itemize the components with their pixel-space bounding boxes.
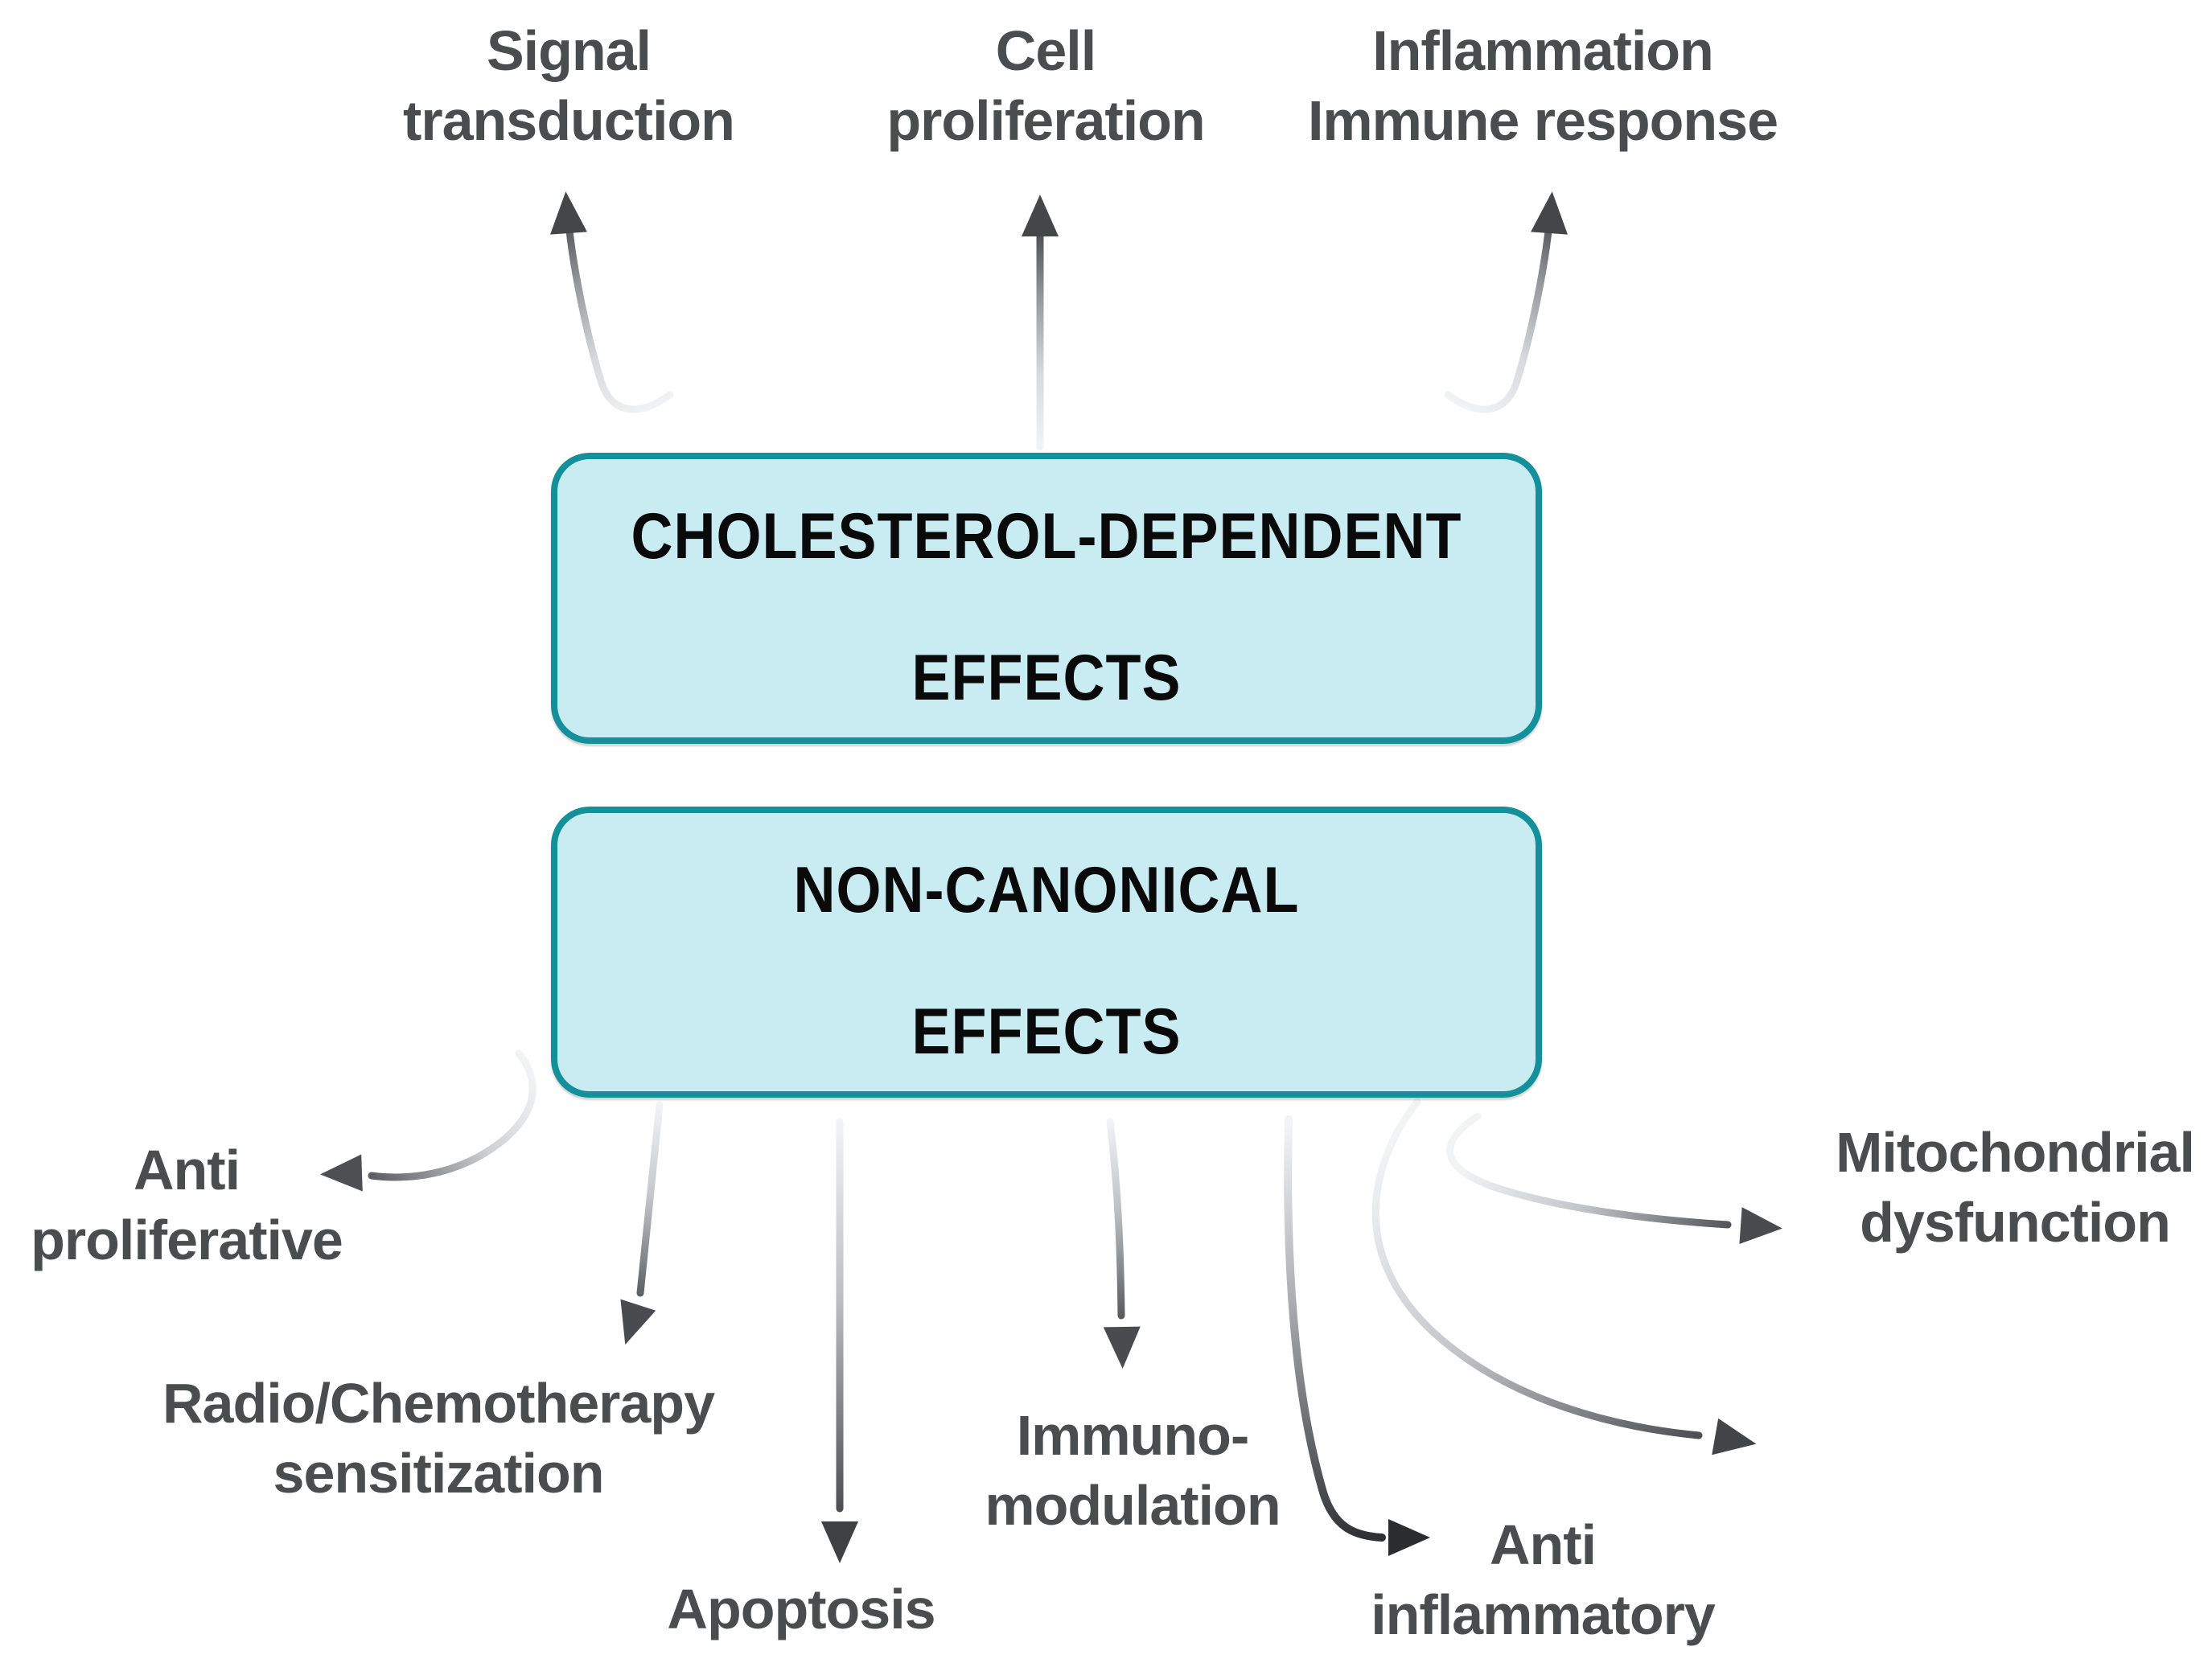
- label-mitochondrial-line1: Mitochondrial: [1836, 1121, 2195, 1184]
- arrow-apoptosis: [821, 1118, 858, 1563]
- label-cell-proliferation: Cell proliferation: [886, 16, 1205, 156]
- box-cholesterol-line1: CHOLESTEROL-DEPENDENT: [631, 500, 1462, 573]
- label-inflammation-immune-line1: Inflammation: [1372, 19, 1714, 82]
- label-cell-proliferation-line2: proliferation: [886, 88, 1205, 152]
- label-immuno-modulation-line2: modulation: [985, 1473, 1281, 1537]
- arrow-signal-transduction: [550, 191, 674, 413]
- label-inflammation-immune: Inflammation Immune response: [1308, 16, 1778, 156]
- box-cholesterol-dependent-effects: CHOLESTEROL-DEPENDENT EFFECTS: [551, 453, 1542, 744]
- arrowhead-apoptosis: [821, 1521, 858, 1563]
- arrow-immuno-modulation: [1103, 1118, 1141, 1369]
- arrowhead-anti-proliferative: [320, 1154, 363, 1192]
- label-cell-proliferation-line1: Cell: [995, 19, 1096, 82]
- arrowhead-signal-transduction: [550, 191, 587, 235]
- label-anti-proliferative-line1: Anti: [133, 1139, 241, 1201]
- label-immuno-modulation: Immuno- modulation: [985, 1401, 1281, 1541]
- label-immuno-modulation-line1: Immuno-: [1016, 1404, 1250, 1467]
- label-mitochondrial-line2: dysfunction: [1860, 1190, 2171, 1254]
- label-inflammation-immune-line2: Immune response: [1307, 88, 1778, 152]
- box-non-canonical-effects: NON-CANONICAL EFFECTS: [551, 807, 1542, 1098]
- arrowhead-mitochondrial: [1739, 1207, 1782, 1244]
- arrowhead-cell-proliferation: [1022, 195, 1059, 236]
- arrowhead-unlabeled: [1712, 1418, 1757, 1456]
- arrow-anti-proliferative: [320, 1049, 537, 1192]
- label-apoptosis-line1: Apoptosis: [667, 1578, 935, 1640]
- arrow-radio-chemo: [620, 1101, 664, 1345]
- arrowhead-inflammation-immune: [1531, 191, 1568, 235]
- box-noncanonical-line1: NON-CANONICAL: [793, 854, 1300, 926]
- arrow-anti-inflammatory: [1284, 1115, 1430, 1556]
- arrowhead-radio-chemo: [620, 1299, 656, 1345]
- box-cholesterol-line2: EFFECTS: [911, 642, 1182, 714]
- label-signal-transduction-line1: Signal: [486, 19, 652, 82]
- arrow-mitochondrial: [1446, 1112, 1782, 1244]
- label-anti-proliferative: Anti proliferative: [31, 1135, 343, 1275]
- label-anti-inflammatory: Anti inflammatory: [1371, 1510, 1716, 1650]
- arrowhead-anti-inflammatory: [1388, 1519, 1430, 1556]
- label-signal-transduction: Signal transduction: [403, 16, 735, 156]
- label-mitochondrial-dysfunction: Mitochondrial dysfunction: [1836, 1118, 2195, 1258]
- arrowhead-immuno-modulation: [1103, 1326, 1141, 1369]
- label-anti-inflammatory-line2: inflammatory: [1371, 1583, 1716, 1646]
- label-radio-chemo-line2: sensitization: [273, 1441, 605, 1505]
- arrow-inflammation-immune: [1444, 191, 1568, 413]
- label-radio-chemo-sensitization: Radio/Chemotherapy sensitization: [162, 1369, 715, 1509]
- label-radio-chemo-line1: Radio/Chemotherapy: [162, 1372, 715, 1435]
- arrow-unlabeled: [1371, 1098, 1757, 1456]
- label-anti-proliferative-line2: proliferative: [31, 1208, 343, 1271]
- label-signal-transduction-line2: transduction: [403, 88, 735, 152]
- box-noncanonical-line2: EFFECTS: [911, 996, 1182, 1068]
- arrow-cell-proliferation: [1022, 195, 1059, 451]
- label-apoptosis: Apoptosis: [667, 1575, 935, 1644]
- label-anti-inflammatory-line1: Anti: [1489, 1513, 1597, 1576]
